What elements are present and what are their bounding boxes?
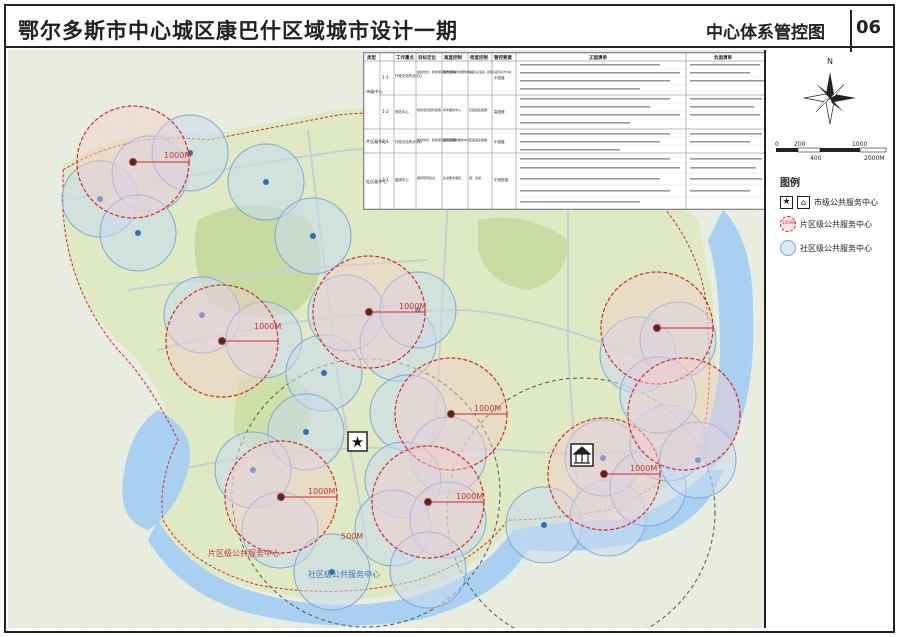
city-center-pavilion-icon[interactable] <box>570 443 594 467</box>
legend-sub-label: 1000M <box>782 220 796 225</box>
table-name: 商务中心 <box>395 109 409 114</box>
legend-label: 市级公共服务中心 <box>814 198 878 207</box>
side-panel: N 0 200 1000 400 2000M 图例 ★ ⌂ 市级公共服务中心 1… <box>768 50 893 628</box>
legend-item-district: 1000M 片区级公共服务中心 <box>780 216 872 232</box>
table-target: 宜商宜居的服务中心 <box>443 137 470 142</box>
scale-tick: 200 <box>794 141 806 148</box>
table-height: 低、多层 <box>469 175 481 180</box>
sheet-number: 06 <box>856 17 882 38</box>
community-center-dots <box>97 150 701 575</box>
red-circle-icon: 1000M <box>780 216 796 232</box>
scale-bar: 0 200 1000 400 2000M <box>775 141 887 162</box>
table-header: 高度控制 <box>444 54 462 61</box>
table-id: 1-1 <box>382 75 389 80</box>
table-focus: 组织优化、新建项目控管控等 <box>417 137 456 142</box>
table-focus: 新建项目控管控等 <box>417 107 441 112</box>
table-target: 商务服务中心 <box>443 107 461 112</box>
district-center-label: 片区级公共服务中心 <box>208 548 280 558</box>
table-header: 密度控制 <box>470 54 488 61</box>
table-target: 生活服务便民 <box>443 175 461 180</box>
table-density: 中密度 <box>494 75 505 80</box>
lake <box>122 410 190 530</box>
table-height: 高度适宜发展 <box>469 107 487 112</box>
legend-label: 社区级公共服务中心 <box>800 243 872 253</box>
table-type: 社区级中心 <box>366 178 388 185</box>
sheet-divider <box>850 10 852 52</box>
scale-tick: 2000M <box>864 155 884 162</box>
pavilion-icon: ⌂ <box>797 196 810 209</box>
radius-label: 1000M <box>630 464 657 473</box>
table-header: 管控要素 <box>494 54 512 61</box>
compass-rose: N <box>803 57 856 125</box>
legend-item-city: ★ ⌂ 市级公共服务中心 <box>780 196 878 209</box>
title-bar: 鄂尔多斯市中心城区康巴什区域城市设计一期 中心体系管控图 06 <box>4 4 895 52</box>
table-target: 城市级的商务服务中心 <box>443 69 473 74</box>
table-header: 正面清单 <box>589 54 607 61</box>
table-focus: 组织优化、新建项目控管控等 <box>417 69 456 74</box>
table-id: 3-1 <box>382 177 389 182</box>
district-center-dots <box>129 158 713 506</box>
table-type: 片区级中心 <box>366 138 388 145</box>
table-header: 类型 <box>367 54 376 61</box>
legend-label: 片区级公共服务中心 <box>800 219 872 229</box>
park-area <box>478 217 568 290</box>
table-header: 工作重点 <box>396 54 414 61</box>
radius-label: 1000M <box>254 322 281 331</box>
blue-circle-icon <box>780 240 796 256</box>
table-header: 负面清单 <box>714 54 732 61</box>
table-id: 2-1 <box>382 139 389 144</box>
svg-text:★: ★ <box>351 433 364 451</box>
table-name: 行政文化商业中心 <box>395 139 423 144</box>
radius-label: 1000M <box>399 302 426 311</box>
table-height: 高度适宜发展，建筑高度不超过50米 <box>469 70 512 74</box>
table-type: 市级中心 <box>366 88 384 95</box>
sheet-name: 中心体系管控图 <box>706 23 825 43</box>
scale-tick: 1000 <box>852 141 867 148</box>
table-density: 高密度 <box>494 109 505 114</box>
district-centers <box>76 105 741 559</box>
table-header: 目标定位 <box>418 54 436 61</box>
legend-title: 图例 <box>780 178 800 189</box>
table-name: 组团中心 <box>395 177 409 182</box>
table-density: 中低密度 <box>494 177 509 182</box>
scale-tick: 0 <box>775 141 779 148</box>
map-frame <box>4 4 895 633</box>
map-canvas[interactable]: 1000M 1000M 1000M 1000M 1000M 1000M 1000… <box>8 50 766 628</box>
radius-label: 1000M <box>164 151 191 160</box>
page-title: 鄂尔多斯市中心城区康巴什区域城市设计一期 <box>18 19 458 43</box>
table-density: 中密度 <box>494 139 505 144</box>
scale-tick: 400 <box>810 155 822 162</box>
table-height: 高度适宜发展 <box>469 137 487 142</box>
city-center-star[interactable]: ★ <box>347 431 368 452</box>
radius-label: 1000M <box>308 487 335 496</box>
community-center-label: 社区级公共服务中心 <box>308 569 380 579</box>
radius-label: 1000M <box>474 404 501 413</box>
radius-label: 500M <box>341 532 363 541</box>
radius-label: 1000M <box>456 492 483 501</box>
control-table: 类型 工作重点 目标定位 高度控制 密度控制 管控要素 正面清单 负面清单 市级… <box>363 52 764 210</box>
table-focus: 保持现有建设 <box>417 175 435 180</box>
star-icon: ★ <box>780 196 793 209</box>
svg-text:N: N <box>827 57 833 66</box>
table-id: 1-2 <box>382 109 389 114</box>
legend-item-community: 社区级公共服务中心 <box>780 240 872 256</box>
table-name: 行政文化商业中心 <box>395 73 423 78</box>
